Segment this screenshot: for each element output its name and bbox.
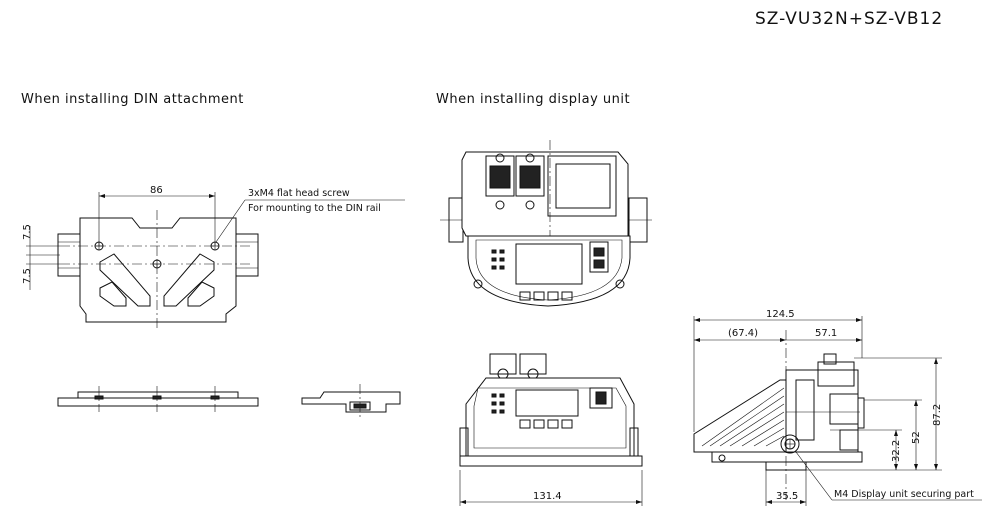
display-unit-side-view: 124.5 (67.4) 57.1 87.2 52 32.2 35.5 <box>693 309 982 506</box>
dim-7-5-top: 7.5 <box>22 224 33 240</box>
display-unit-front-view <box>440 140 652 307</box>
dim-7-5-bottom: 7.5 <box>22 268 33 284</box>
dim-35-5: 35.5 <box>776 491 798 502</box>
din-attachment-front-view: 86 7.5 7.5 3xM4 flat head screw For moun… <box>22 185 405 330</box>
status-leds <box>491 249 505 270</box>
model-title: SZ-VU32N+SZ-VB12 <box>755 9 943 29</box>
dim-57-1: 57.1 <box>815 328 837 339</box>
dim-67-4: (67.4) <box>728 328 758 339</box>
din-attachment-bottom-view <box>57 386 259 412</box>
lcd-screen <box>515 243 583 285</box>
note-m4-display-securing: M4 Display unit securing part <box>834 489 974 500</box>
dim-32-2: 32.2 <box>891 440 902 462</box>
din-attachment-side-view <box>301 384 401 418</box>
note-screw-type: 3xM4 flat head screw <box>248 188 350 199</box>
note-screw-purpose: For mounting to the DIN rail <box>248 203 381 214</box>
caption-din-attachment: When installing DIN attachment <box>21 92 244 107</box>
display-unit-bottom-view: 131.4 <box>459 353 643 506</box>
dim-124-5: 124.5 <box>766 309 795 320</box>
dim-52: 52 <box>911 431 922 444</box>
dim-86: 86 <box>150 185 163 196</box>
dim-131-4: 131.4 <box>533 491 562 502</box>
caption-display-unit: When installing display unit <box>436 92 630 107</box>
dim-87-2: 87.2 <box>932 404 943 426</box>
